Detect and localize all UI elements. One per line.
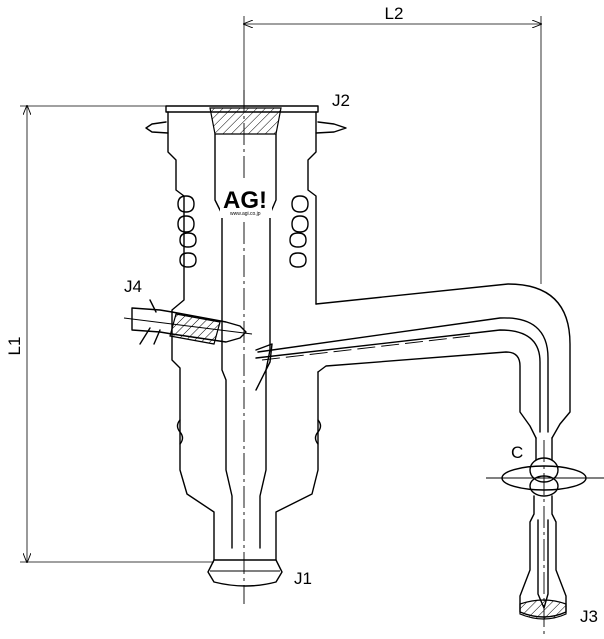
joint-j2-hatch <box>209 107 282 135</box>
agi-logo: AG! www.agi.co.jp <box>220 182 272 218</box>
side-arm-j4 <box>123 299 253 345</box>
label-j3: J3 <box>580 607 598 626</box>
stopcock-c: C <box>486 437 604 497</box>
label-c: C <box>511 443 523 462</box>
label-l2: L2 <box>385 4 404 23</box>
main-column <box>145 90 347 604</box>
label-j2: J2 <box>332 91 350 110</box>
outlet-j3 <box>519 440 567 636</box>
label-j1: J1 <box>294 569 312 588</box>
dimension-l1: L1 <box>5 106 214 562</box>
label-l1: L1 <box>5 337 24 356</box>
condenser-arm <box>255 283 571 439</box>
label-j4: J4 <box>124 277 142 296</box>
logo-text: AG! <box>223 187 267 214</box>
dimension-l2: L2 <box>244 4 541 284</box>
logo-url: www.agi.co.jp <box>230 211 261 217</box>
